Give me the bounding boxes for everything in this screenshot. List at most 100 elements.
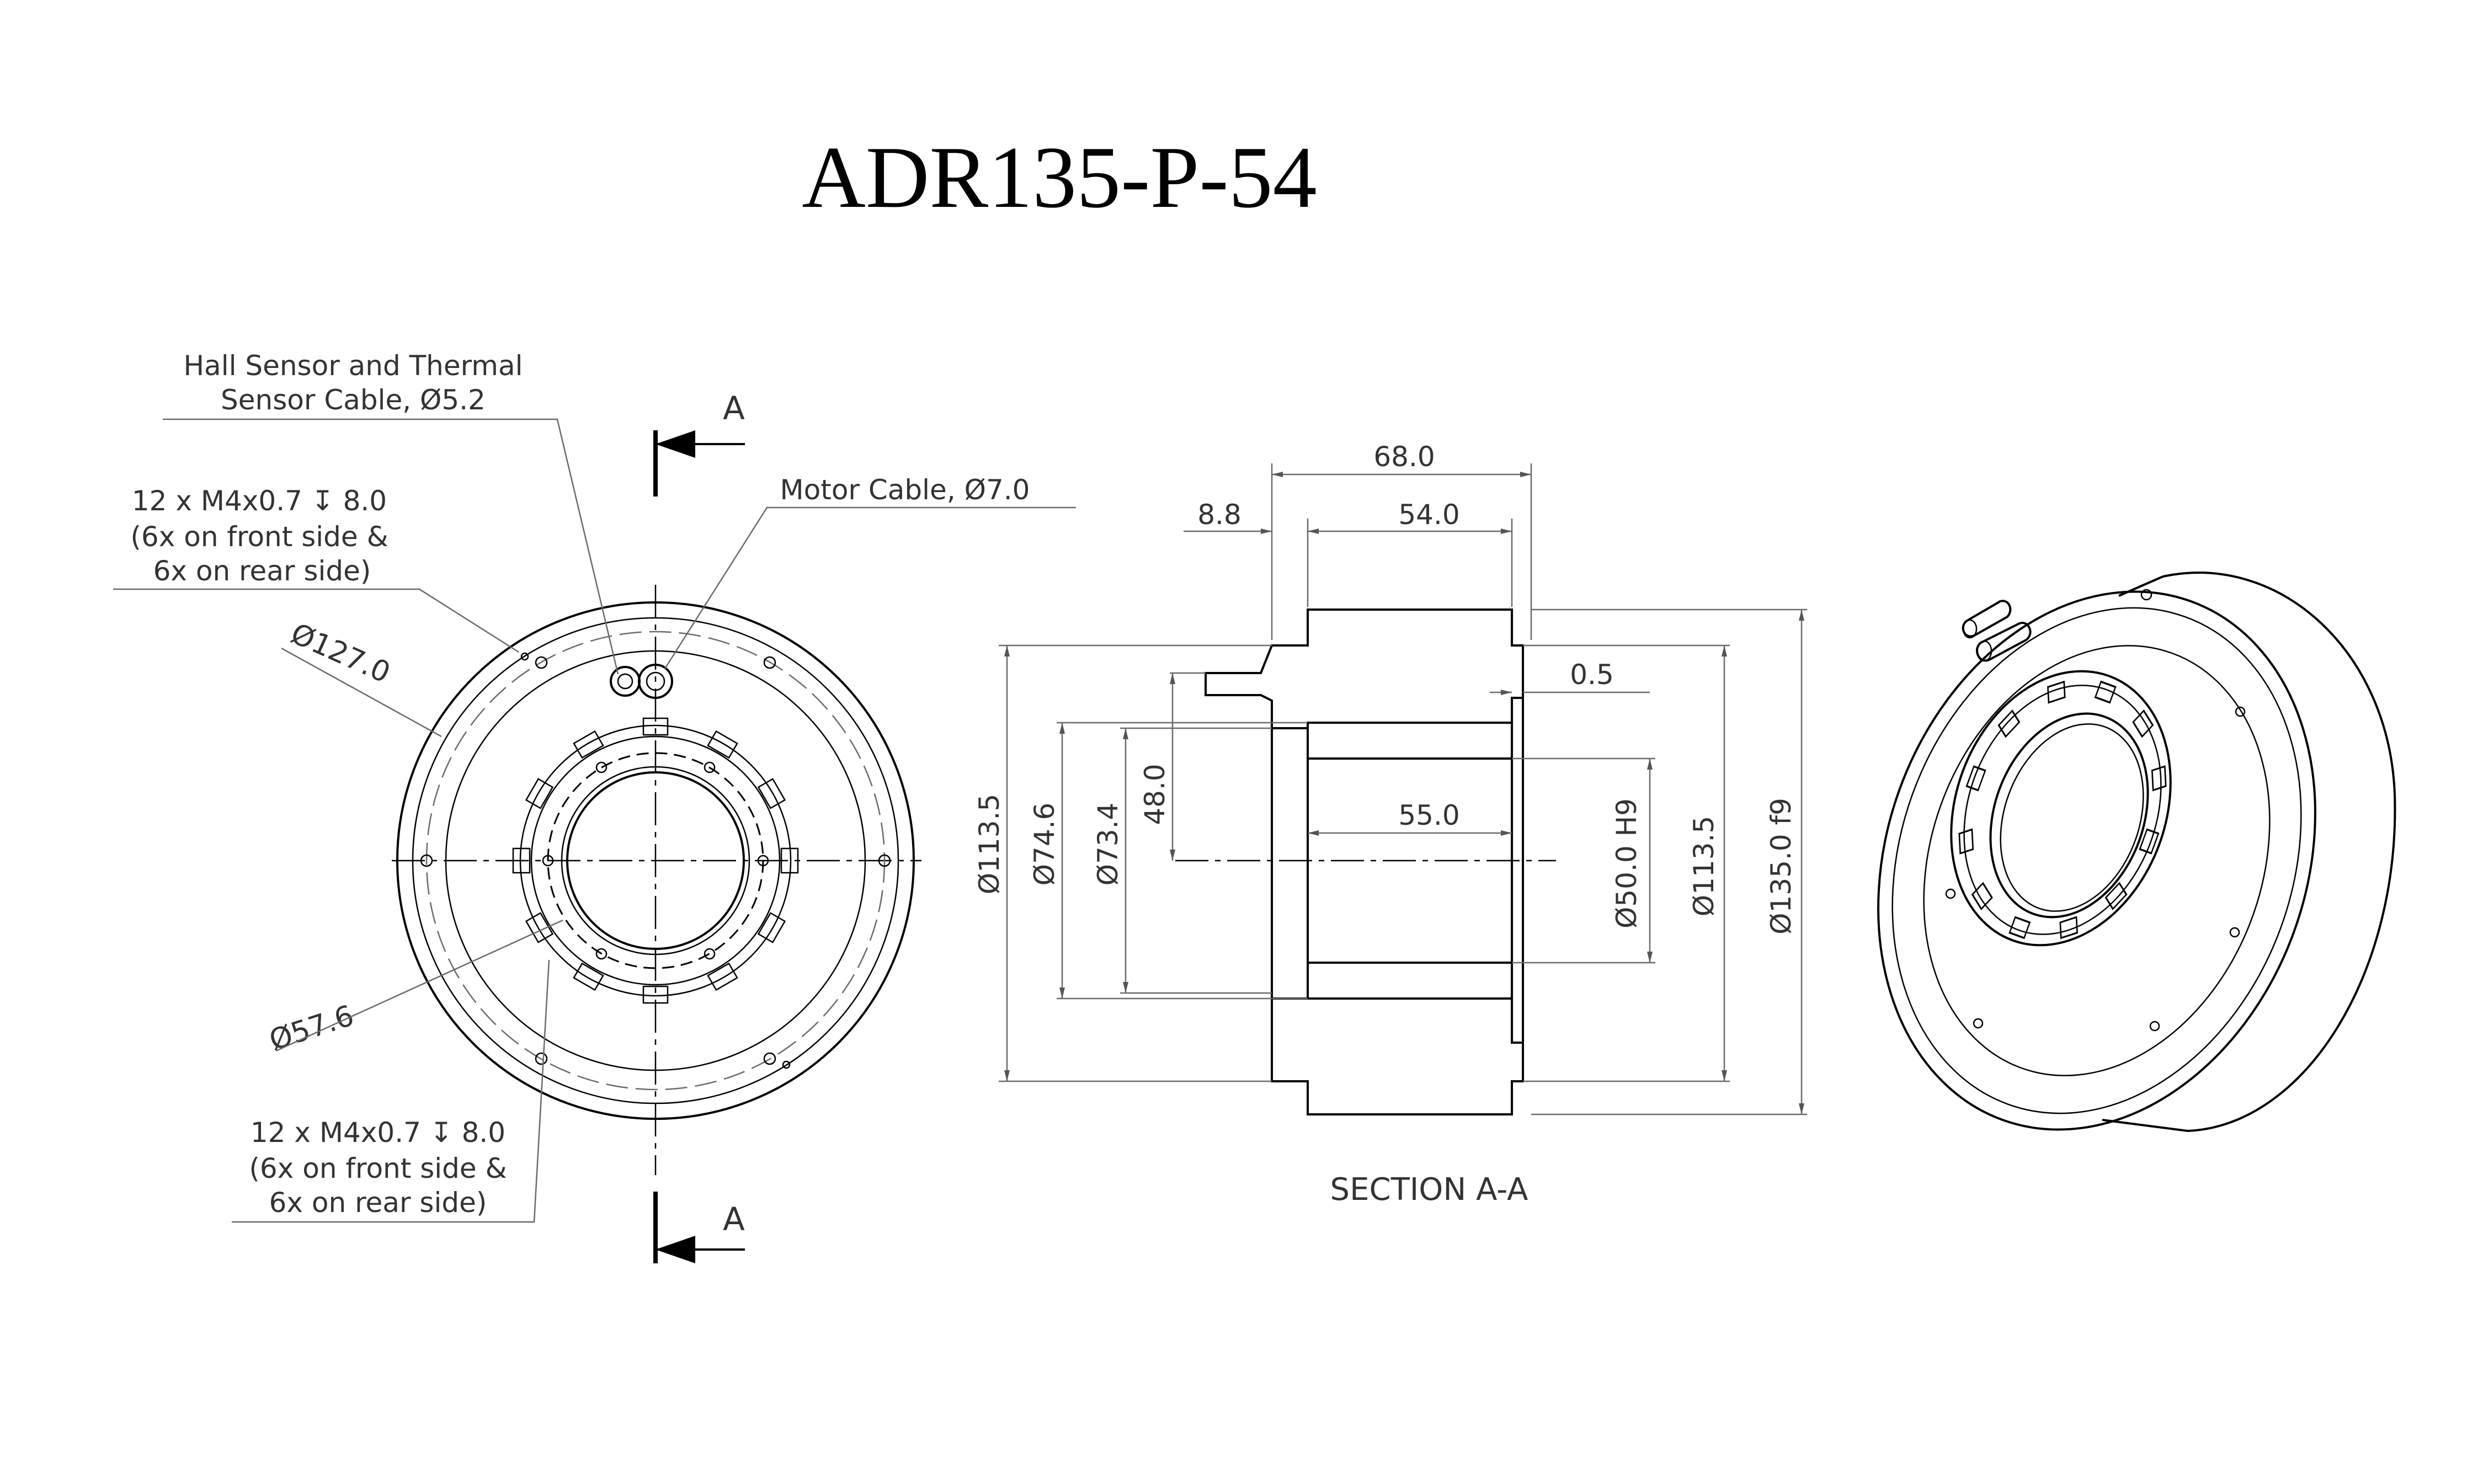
housing-lower-section [1271, 997, 1524, 1115]
svg-text:54.0: 54.0 [1398, 499, 1459, 531]
bore-circle [566, 771, 745, 950]
tapped-hole-icon [763, 656, 776, 669]
iso-front-face-inner [1923, 645, 2271, 1076]
iso-bore [1989, 712, 2149, 919]
cable-ports [610, 664, 673, 699]
hall-cable-label-line1: Hall Sensor and Thermal [183, 350, 523, 382]
dim-gap: 0.5 [1490, 659, 1650, 695]
holes-bottom-line1: 12 x M4x0.7 ↧ 8.0 [251, 1117, 505, 1149]
rotor-outer-circle [519, 724, 792, 997]
svg-text:68.0: 68.0 [1373, 441, 1435, 473]
holes-callout-top: 12 x M4x0.7 ↧ 8.0 (6x on front side & 6x… [113, 485, 519, 653]
dim-overall-length: 68.0 [1271, 441, 1532, 640]
dim-dia-113-5-right: Ø113.5 [1523, 644, 1730, 1082]
tapped-hole-icon [878, 854, 891, 867]
iso-rotor-outer [1950, 670, 2172, 947]
cable-port-icon [646, 671, 665, 691]
holes-bottom-line2: (6x on front side & [249, 1152, 507, 1184]
svg-text:Ø73.4: Ø73.4 [1092, 803, 1124, 886]
svg-text:Ø113.5: Ø113.5 [1688, 816, 1720, 917]
iso-front-face-outer [1877, 590, 2316, 1131]
inner-tapped-holes [542, 761, 769, 960]
isometric-view [1877, 572, 2396, 1133]
outer-tapped-holes [420, 652, 891, 1069]
lower-bearing-section [1307, 962, 1513, 1000]
housing-step-circle [412, 617, 899, 1104]
holes-top-line1: 12 x M4x0.7 ↧ 8.0 [132, 485, 387, 517]
cable-port-icon [638, 664, 673, 699]
magnet-segments [512, 717, 799, 1004]
tapped-hole-icon [1945, 888, 1956, 899]
tapped-hole-icon [2149, 1021, 2160, 1032]
housing-outer-circle [396, 601, 915, 1120]
rotor-assembly [519, 724, 792, 997]
tapped-hole-icon [2140, 589, 2152, 601]
outer-pcd-callout: Ø127.0 [281, 617, 442, 738]
tapped-hole-icon [2235, 706, 2246, 717]
front-view: A A Hall Sensor and Thermal Sensor Cable… [113, 350, 1076, 1263]
tapped-hole-icon [595, 761, 608, 773]
svg-text:55.0: 55.0 [1398, 799, 1459, 831]
iso-body-outline [2102, 572, 2396, 1133]
holes-top-line3: 6x on rear side) [153, 555, 371, 587]
dim-dia-50-h9: Ø50.0 H9 [1512, 757, 1655, 964]
motor-cable-label: Motor Cable, Ø7.0 [780, 474, 1030, 506]
iso-rotor-ring [1963, 685, 2162, 935]
svg-text:Ø135.0 f9: Ø135.0 f9 [1765, 798, 1797, 935]
tapped-hole-icon [704, 948, 716, 960]
tapped-hole-icon [542, 855, 554, 867]
section-marker-top-label: A [723, 389, 745, 427]
inner-pcd-circle [547, 752, 764, 969]
tapped-hole-icon [520, 652, 529, 661]
svg-text:Ø50.0 H9: Ø50.0 H9 [1611, 798, 1643, 928]
svg-text:0.5: 0.5 [1570, 659, 1614, 691]
section-marker-bottom-label: A [723, 1200, 745, 1238]
dim-body-length: 54.0 [1307, 499, 1513, 607]
section-label: SECTION A-A [1330, 1172, 1528, 1208]
dim-flange-offset: 8.8 [1184, 499, 1272, 534]
outer-pcd-label: Ø127.0 [286, 617, 395, 690]
inner-pcd-label: Ø57.6 [265, 999, 358, 1057]
tapped-hole-icon [2229, 927, 2240, 938]
svg-text:48.0: 48.0 [1139, 764, 1171, 825]
cable-port-icon [617, 673, 633, 690]
dim-dia-73-4: Ø73.4 [1092, 727, 1272, 994]
tapped-hole-icon [420, 854, 433, 867]
section-cut-marker-top: A [653, 389, 745, 497]
tapped-hole-icon [782, 1060, 791, 1069]
svg-text:8.8: 8.8 [1197, 499, 1242, 531]
section-view: 68.0 54.0 8.8 0.5 55.0 48.0 [973, 441, 1807, 1208]
tapped-hole-icon [704, 761, 716, 773]
dim-height-48: 48.0 [1139, 672, 1206, 861]
iso-cable-stubs [1962, 600, 2032, 662]
upper-bearing-section [1307, 722, 1513, 760]
dim-dia-135-f9: Ø135.0 f9 [1531, 608, 1807, 1115]
rotor-ring-circle [530, 735, 781, 986]
tapped-hole-icon [757, 855, 769, 867]
svg-text:Ø74.6: Ø74.6 [1029, 803, 1061, 886]
bore-outer-circle [561, 766, 750, 955]
section-arrow-icon [656, 430, 695, 458]
iso-front-face-step [1891, 607, 2302, 1114]
outer-pcd-circle [425, 631, 886, 1091]
cable-port-icon [610, 666, 641, 697]
housing-upper-section [1205, 608, 1524, 729]
dim-bore-length: 55.0 [1308, 799, 1512, 836]
front-face-circle [445, 650, 866, 1071]
tapped-hole-icon [595, 948, 608, 960]
motor-cable-callout: Motor Cable, Ø7.0 [664, 474, 1076, 669]
hall-cable-label-line2: Sensor Cable, Ø5.2 [221, 384, 486, 416]
tapped-hole-icon [763, 1052, 776, 1065]
holes-callout-bottom: 12 x M4x0.7 ↧ 8.0 (6x on front side & 6x… [232, 959, 550, 1223]
svg-text:Ø113.5: Ø113.5 [973, 794, 1005, 895]
tapped-hole-icon [535, 656, 548, 669]
section-cut-marker-bottom: A [653, 1192, 745, 1263]
holes-bottom-line3: 6x on rear side) [269, 1187, 487, 1219]
tapped-hole-icon [1973, 1018, 1984, 1029]
inner-pcd-callout: Ø57.6 [265, 919, 563, 1058]
tapped-hole-icon [535, 1052, 548, 1065]
section-arrow-icon [656, 1236, 695, 1263]
hall-cable-callout: Hall Sensor and Thermal Sensor Cable, Ø5… [163, 350, 619, 675]
holes-top-line2: (6x on front side & [130, 521, 388, 553]
